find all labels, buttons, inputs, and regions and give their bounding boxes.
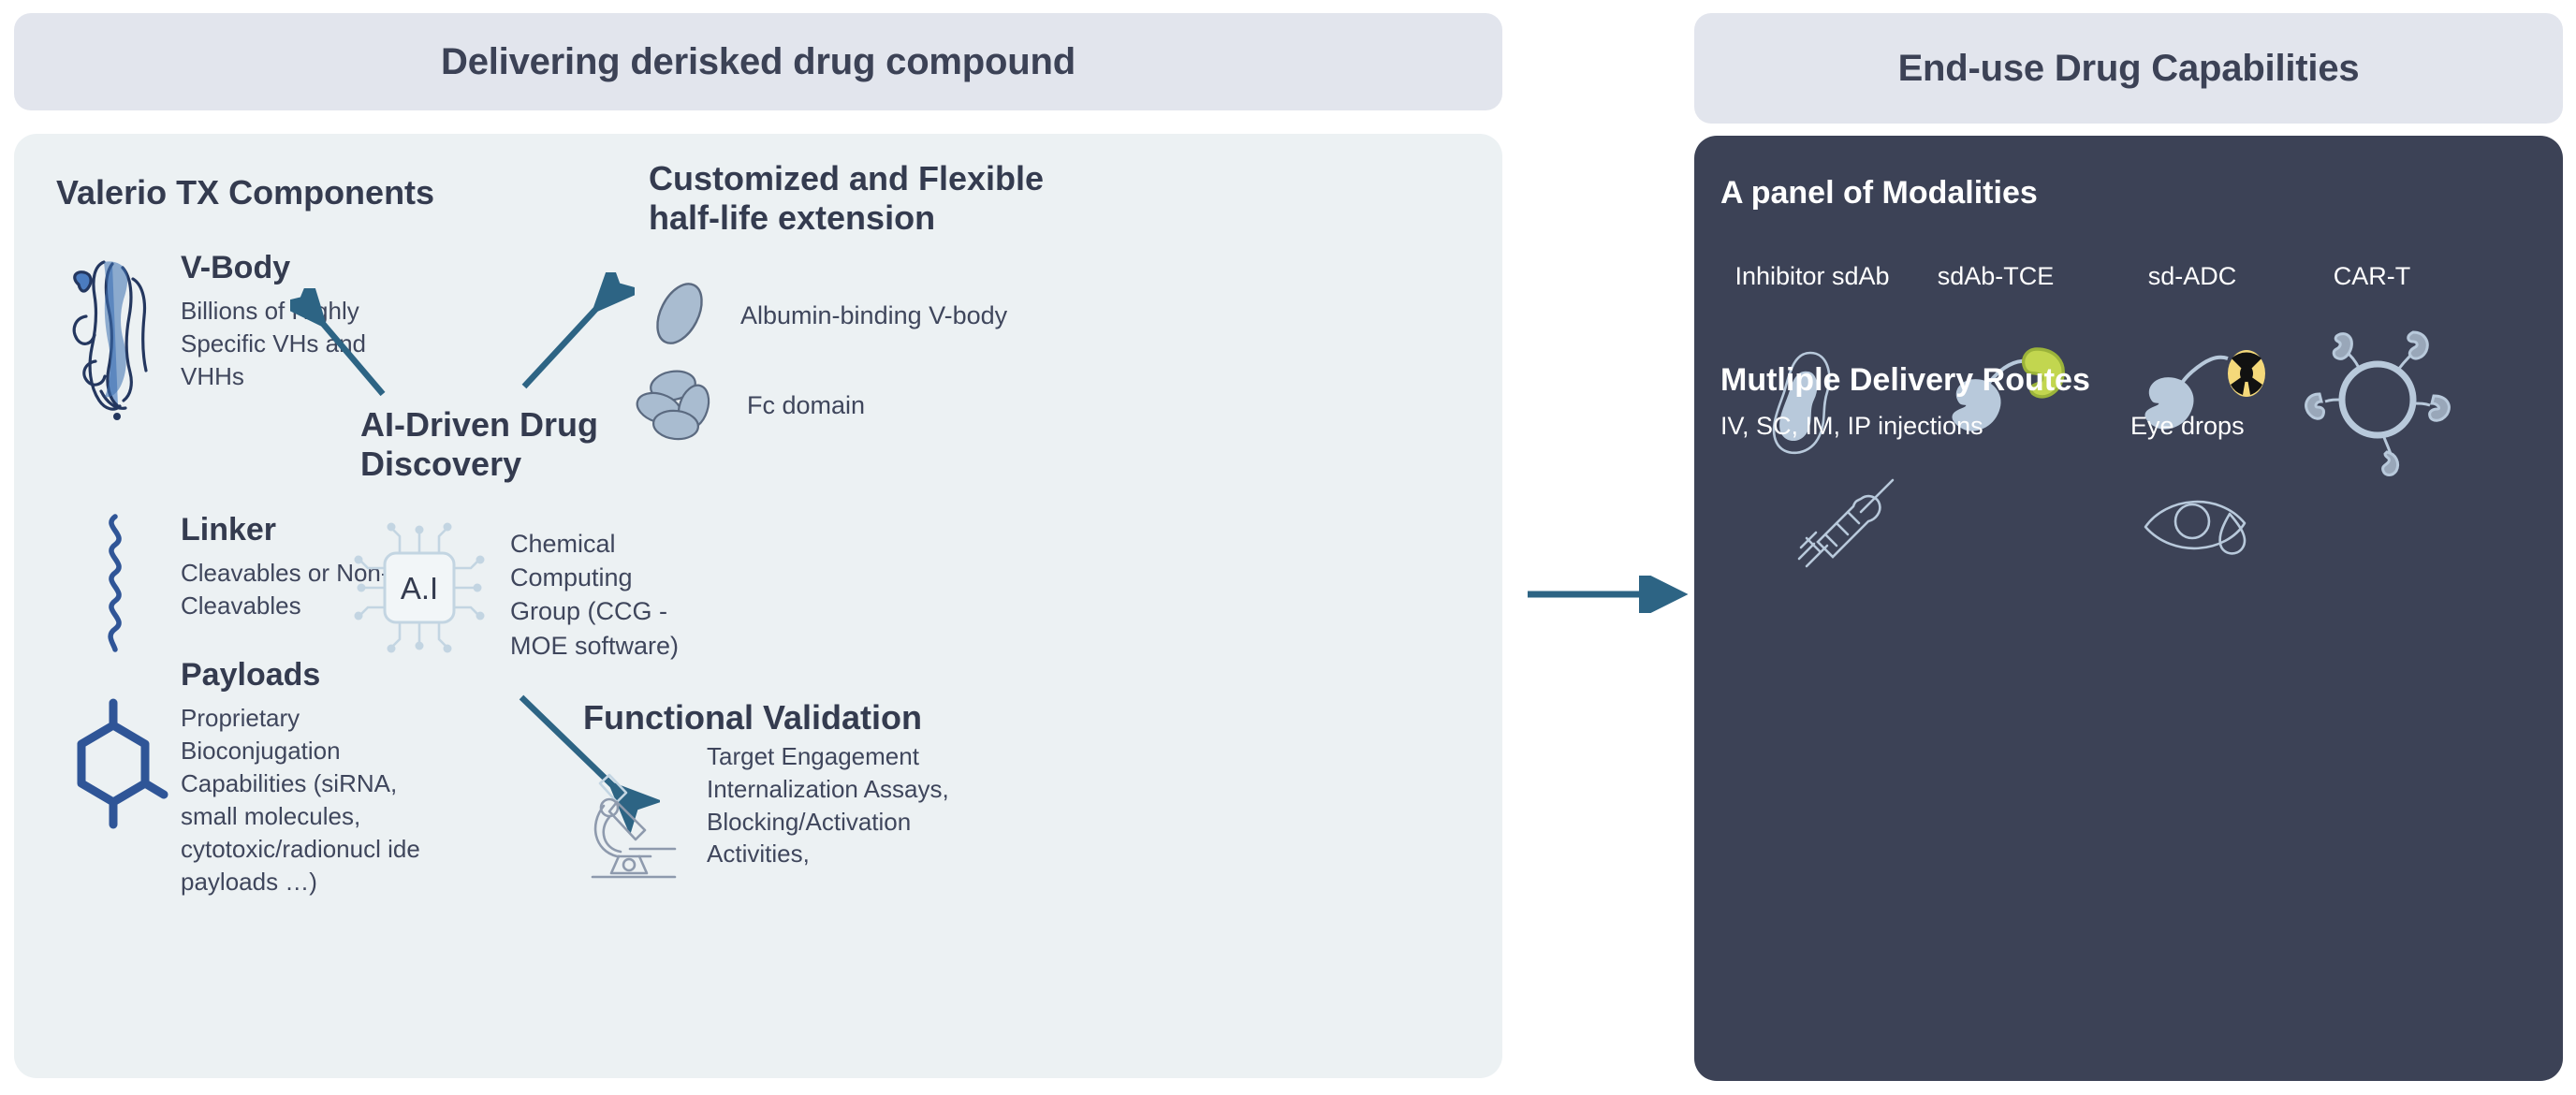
component-row-payloads: Payloads Proprietary Bioconjugation Capa… (50, 657, 527, 898)
modality-label-car-t: CAR-T (2333, 262, 2411, 290)
ellipse-vbody-icon (643, 277, 716, 355)
ai-caption: Chemical Computing Group (CCG -MOE softw… (510, 530, 680, 660)
component-text-linker: Linker Cleavables or Non-Cleavables (181, 512, 518, 622)
component-row-v-body: V-Body Billions of Highly Specific VHs a… (50, 250, 518, 424)
left-header-title: Delivering derisked drug compound (441, 40, 1076, 82)
modality-label-sdab-tce: sdAb-TCE (1937, 262, 2055, 290)
component-row-linker: Linker Cleavables or Non-Cleavables (50, 512, 518, 653)
component-text-v-body: V-Body Billions of Highly Specific VHs a… (181, 250, 518, 393)
sdab-blob-icon (1760, 342, 1872, 468)
ai-chip-icon: A.I (340, 508, 499, 672)
right-panel-header-banner: End-use Drug Capabilities (1694, 13, 2563, 124)
linker-squiggle-icon (50, 513, 181, 653)
halflife-label-albumin-binding-v-body: Albumin-binding V-body (740, 301, 1008, 330)
functional-validation-body: Target Engagement Internalization Assays… (707, 742, 949, 869)
sd-adc-radioactive-icon (2114, 321, 2273, 466)
ai-chip-label: A.I (401, 571, 438, 606)
half-life-extension-title: Customized and Flexible half-life extens… (649, 159, 1045, 237)
ai-driven-drug-discovery-title: AI-Driven Drug Discovery (360, 405, 599, 483)
route-label-eye-drops: Eye drops (2130, 412, 2245, 440)
component-text-payloads: Payloads Proprietary Bioconjugation Capa… (181, 657, 527, 898)
component-body-v-body: Billions of Highly Specific VHs and VHHs (181, 297, 366, 391)
halflife-label-fc-domain: Fc domain (747, 391, 866, 420)
multiple-delivery-routes-title: Mutliple Delivery Routes (1720, 362, 2090, 398)
component-title-payloads: Payloads (181, 657, 321, 693)
modality-label-inhibitor-sdab: Inhibitor sdAb (1734, 262, 1890, 290)
eye-drop-icon (2140, 482, 2261, 580)
component-title-linker: Linker (181, 512, 277, 548)
arrow-ai-to-components (290, 288, 386, 397)
valerio-tx-components-title: Valerio TX Components (56, 173, 435, 212)
end-use-drug-capabilities-panel: A panel of Modalities Inhibitor sdAb sdA… (1694, 136, 2563, 1081)
halflife-item-fc-domain: Fc domain (634, 361, 865, 450)
left-panel-header-banner: Delivering derisked drug compound (14, 13, 1502, 110)
fc-domain-cluster-icon (634, 361, 723, 450)
route-label-injections: IV, SC, IM, IP injections (1720, 412, 1983, 440)
arrow-left-panel-to-right-panel (1528, 576, 1689, 613)
protein-ribbon-icon (50, 251, 181, 424)
syringe-icon (1788, 474, 1910, 591)
component-title-v-body: V-Body (181, 250, 291, 285)
car-t-cell-icon (2293, 319, 2462, 483)
panel-of-modalities-title: A panel of Modalities (1720, 175, 2038, 211)
component-body-payloads: Proprietary Bioconjugation Capabilities … (181, 704, 420, 896)
arrow-ai-to-halflife (521, 272, 635, 389)
benzene-ring-icon (50, 658, 181, 838)
modality-label-sd-adc: sd-ADC (2147, 262, 2237, 290)
halflife-item-albumin-binding-v-body: Albumin-binding V-body (643, 277, 1007, 355)
delivering-derisked-drug-compound-panel: Valerio TX Components (14, 134, 1502, 1078)
right-header-title: End-use Drug Capabilities (1897, 47, 2360, 89)
arrow-ai-to-validation (519, 694, 660, 836)
microscope-icon (578, 768, 690, 885)
sdab-tce-icon (1926, 330, 2076, 466)
component-body-linker: Cleavables or Non-Cleavables (181, 559, 389, 620)
functional-validation-title: Functional Validation (583, 698, 923, 737)
